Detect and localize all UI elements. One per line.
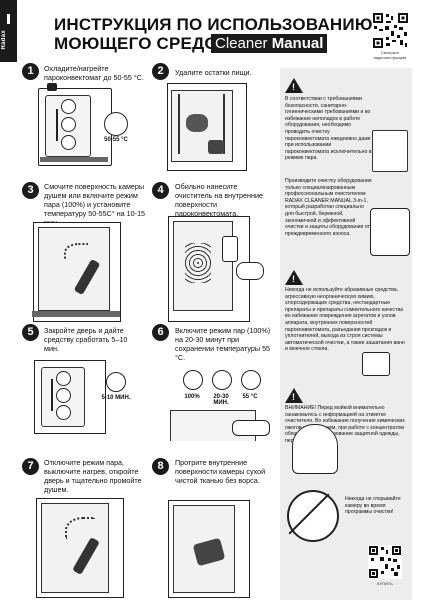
gauge-icon: [56, 371, 71, 386]
pressing-hand: [232, 420, 270, 436]
step-3-oven-illustration: [32, 222, 121, 322]
oven-hinge: [47, 83, 57, 91]
product-name-light: Cleaner: [215, 35, 272, 52]
page-title-line1: ИНСТРУКЦИЯ ПО ИСПОЛЬЗОВАНИЮ: [54, 15, 373, 34]
sidebar-note-use-radax: Производите очистку оборудования только …: [285, 178, 372, 237]
step-3-number: 3: [22, 182, 39, 199]
prohibited-door-open-icon: [287, 490, 339, 542]
warning-icon: [285, 388, 303, 403]
oven-window: [56, 109, 80, 141]
timer-icon: [212, 370, 232, 390]
qr-code-buy[interactable]: [368, 545, 402, 579]
step-8-oven-illustration: [168, 500, 250, 598]
step-2-oven-illustration: [167, 83, 247, 171]
qr-caption-buy: КУПИТЬ: [377, 581, 393, 586]
step-6-time-label: 20-30 МИН.: [213, 394, 229, 406]
gauge-icon: [56, 388, 71, 403]
step-7-text: Отключите режим пара, выключите нагрев, …: [44, 458, 142, 494]
step-8-number: 8: [152, 458, 169, 475]
page-title-line2: МОЮЩЕГО СРЕДСТВА: [54, 34, 252, 53]
oven-base: [32, 311, 120, 317]
qr-caption-video: Смотрите видеоинструкцию: [373, 50, 407, 60]
timer-icon: [106, 372, 126, 392]
brand-name: Radax: [1, 30, 7, 50]
step-7-number: 7: [22, 458, 39, 475]
step-5-oven-illustration: [34, 360, 106, 434]
oven-window: [51, 379, 75, 411]
gauge-icon: [61, 99, 76, 114]
sidebar-note-never-open: Никогда не открывайте камеру во время пр…: [345, 496, 401, 516]
brand-logo-mark: [7, 14, 10, 24]
foam-spots: [185, 243, 211, 283]
sidebar-note-cleaning-daily: В соответствии с требованиями безопаснос…: [285, 96, 372, 162]
step-1-temp-label: 50-55 °С: [104, 137, 128, 143]
thermometer-icon: [241, 370, 261, 390]
glove-hand: [236, 262, 264, 280]
step-5-text: Закройте дверь и дайте средству сработат…: [44, 326, 128, 353]
steam-spray: [64, 243, 88, 259]
cleaner-canister-icon: [370, 208, 410, 256]
step-6-steam-label: 100%: [184, 394, 200, 400]
scraper-hand: [208, 140, 224, 154]
step-6-number: 6: [152, 324, 169, 341]
sidebar-note-no-abrasives: Никогда не используйте абразивные средст…: [285, 287, 405, 353]
prohibited-chemical-icon: [362, 352, 390, 376]
product-chip: Cleaner Manual: [211, 34, 328, 53]
spray-bottle-icon: [222, 236, 238, 262]
safety-goggles-person-icon: [292, 424, 338, 474]
oven-cavity: [41, 503, 109, 593]
step-8-text: Протрите внутренние поверхности камеры с…: [175, 458, 266, 485]
oven-base: [40, 157, 108, 162]
step-2-text: Удалите остатки пищи.: [175, 68, 252, 77]
food-residue: [186, 114, 208, 132]
gauge-icon: [61, 135, 76, 150]
rack-rail: [178, 94, 180, 154]
warning-icon: [285, 78, 303, 93]
rack-rail: [223, 94, 225, 154]
water-spray: [65, 517, 95, 539]
oven-cavity: [38, 227, 110, 311]
step-6-temp-label: 55 °С: [242, 394, 258, 400]
step-4-number: 4: [152, 182, 169, 199]
step-5-timer-label: 5-10 МИН.: [101, 395, 131, 401]
gauge-icon: [56, 405, 71, 420]
step-6-text: Включите режим пар (100%) на 20-30 минут…: [175, 326, 271, 362]
thermometer-icon: [104, 112, 128, 136]
steam-icon: [183, 370, 203, 390]
brand-strip: [0, 0, 17, 62]
step-1-oven-illustration: [38, 83, 112, 166]
step-7-oven-illustration: [36, 498, 124, 598]
step-3-text: Смочите поверхность камеры душем или вкл…: [44, 182, 146, 227]
step-1-number: 1: [22, 63, 39, 80]
product-name-bold: Manual: [271, 35, 324, 52]
oven-thumbnail: [372, 130, 408, 172]
warning-icon: [285, 270, 303, 285]
step-2-number: 2: [152, 63, 169, 80]
qr-code-video[interactable]: [372, 12, 409, 49]
gauge-icon: [61, 117, 76, 132]
step-1-text: Охладите/нагрейте пароконвектомат до 50-…: [44, 64, 144, 82]
step-4-text: Обильно нанесите очиститель на внутренни…: [175, 182, 263, 218]
step-5-number: 5: [22, 324, 39, 341]
